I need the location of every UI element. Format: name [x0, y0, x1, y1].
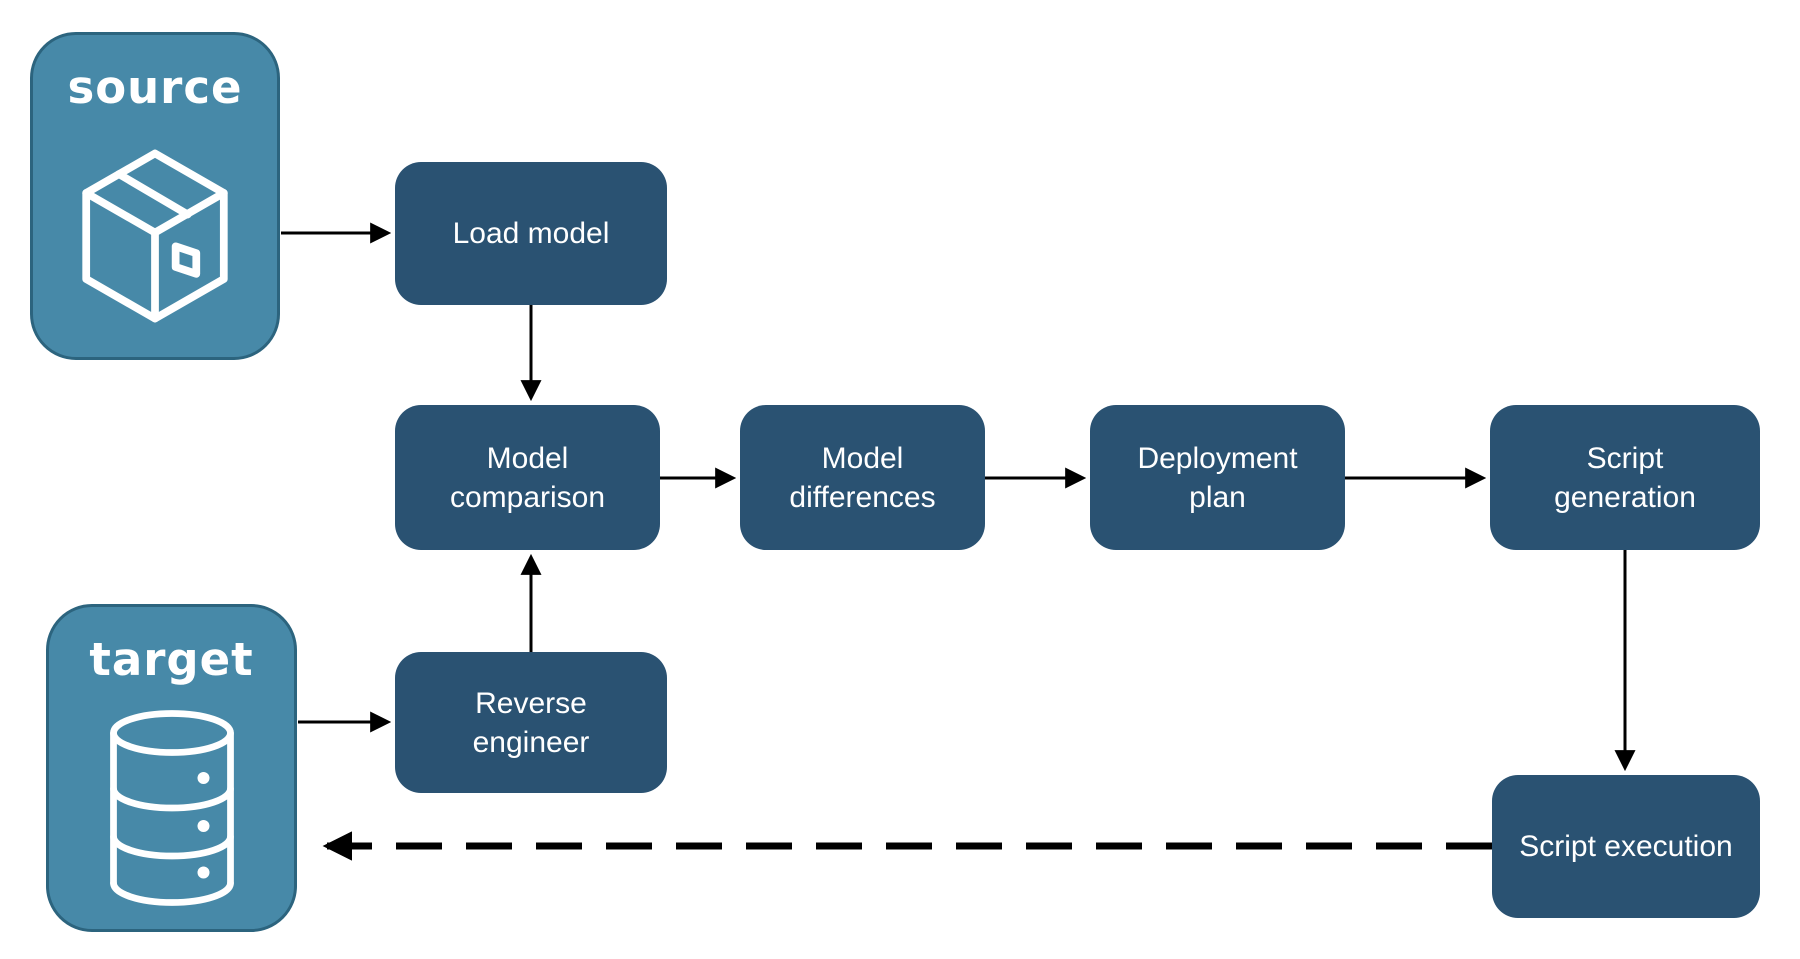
- node-model-comparison: Model comparison: [395, 405, 660, 550]
- script-execution-label: Script execution: [1519, 830, 1733, 863]
- model-comparison-label: Model comparison: [449, 441, 606, 514]
- database-icon: [109, 709, 234, 906]
- node-model-differences: Model differences: [740, 405, 985, 550]
- node-script-generation: Script generation: [1490, 405, 1760, 550]
- node-load-model: Load model: [395, 162, 667, 305]
- node-source: source: [30, 32, 280, 360]
- script-generation-label: Script generation: [1554, 441, 1696, 514]
- load-model-label: Load model: [452, 217, 610, 250]
- target-label: target: [89, 633, 254, 686]
- node-reverse-engineer: Reverse engineer: [395, 652, 667, 793]
- node-target: target: [46, 604, 297, 932]
- node-deployment-plan: Deployment plan: [1090, 405, 1345, 550]
- deployment-plan-label: Deployment plan: [1137, 441, 1298, 514]
- package-icon: [82, 149, 228, 322]
- reverse-engineer-label: Reverse engineer: [472, 686, 590, 759]
- model-differences-label: Model differences: [789, 441, 936, 514]
- node-script-execution: Script execution: [1492, 775, 1760, 918]
- source-label: source: [67, 61, 243, 114]
